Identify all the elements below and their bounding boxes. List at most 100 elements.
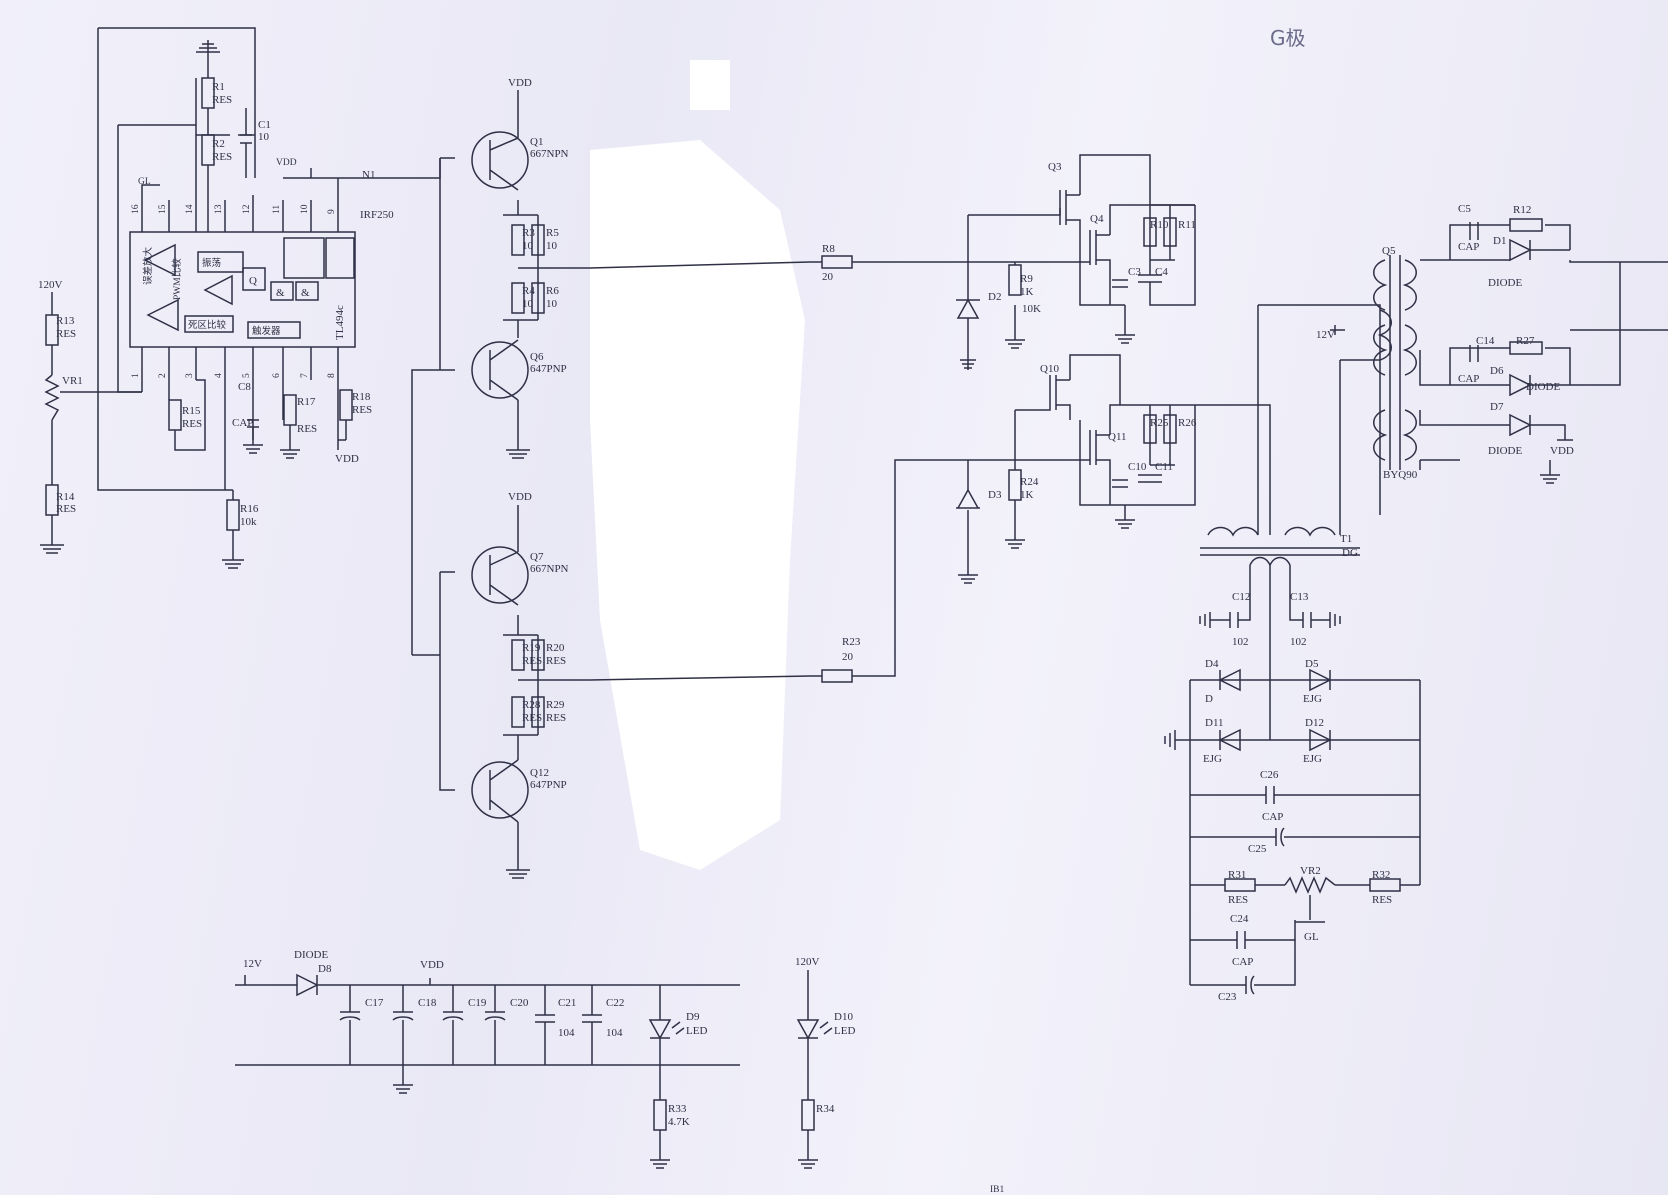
resistor-r8 <box>821 255 853 269</box>
ic-block-label: 误差放大 <box>142 246 154 285</box>
svg-text:DG: DG <box>1342 547 1358 559</box>
svg-text:R23: R23 <box>842 636 861 648</box>
resistor-r14 <box>45 484 59 516</box>
ground-symbol <box>40 544 64 554</box>
svg-text:C8: C8 <box>238 381 251 393</box>
svg-text:Q1: Q1 <box>530 136 543 148</box>
svg-text:R2: R2 <box>212 138 225 150</box>
svg-text:R29: R29 <box>546 699 565 711</box>
svg-text:D9: D9 <box>686 1011 700 1023</box>
ic-block-deadtime <box>184 315 234 333</box>
svg-text:RES: RES <box>352 404 372 416</box>
svg-text:10k: 10k <box>240 516 257 528</box>
svg-text:RES: RES <box>522 712 542 724</box>
ic-bottom-pins: 1 2 3 4 5 6 7 8 <box>131 347 339 490</box>
svg-text:D8: D8 <box>318 963 332 975</box>
svg-text:R8: R8 <box>822 243 835 255</box>
svg-text:10: 10 <box>546 240 558 252</box>
svg-text:1K: 1K <box>1020 286 1034 298</box>
svg-text:CAP: CAP <box>232 417 253 429</box>
svg-text:12: 12 <box>242 204 252 214</box>
svg-text:RES: RES <box>56 503 76 515</box>
svg-text:5: 5 <box>242 373 252 378</box>
resistor-r33 <box>653 1099 667 1131</box>
svg-text:R28: R28 <box>522 699 541 711</box>
svg-text:R19: R19 <box>522 642 541 654</box>
ic-block-label: PWM比较 <box>171 258 183 300</box>
supply-stage <box>235 970 833 1169</box>
svg-text:VDD: VDD <box>1550 445 1574 457</box>
resistor-r29 <box>531 696 545 728</box>
svg-text:D10: D10 <box>834 1011 853 1023</box>
svg-text:C5: C5 <box>1458 203 1471 215</box>
resistor-r32 <box>1369 878 1401 892</box>
svg-text:C14: C14 <box>1476 335 1495 347</box>
svg-text:C12: C12 <box>1232 591 1250 603</box>
resistor-r11 <box>1163 217 1177 247</box>
driver-stage-top <box>411 90 590 655</box>
svg-text:C26: C26 <box>1260 769 1279 781</box>
svg-text:R25: R25 <box>1150 417 1169 429</box>
svg-text:RES: RES <box>182 418 202 430</box>
svg-text:D: D <box>1205 693 1213 705</box>
svg-text:R26: R26 <box>1178 417 1197 429</box>
handwritten-note: G极 <box>1270 26 1306 50</box>
ic-part-label: TL494c <box>334 305 346 340</box>
svg-text:20: 20 <box>822 271 834 283</box>
svg-text:10: 10 <box>300 204 310 214</box>
svg-text:C19: C19 <box>468 997 487 1009</box>
capacitor-c1 <box>240 108 252 178</box>
svg-text:16: 16 <box>131 204 141 214</box>
driver-stage-bottom <box>412 505 590 879</box>
ic-block-ff <box>247 321 301 339</box>
svg-text:GL: GL <box>1304 931 1319 943</box>
svg-text:T1: T1 <box>1340 533 1352 545</box>
svg-text:Q6: Q6 <box>530 351 544 363</box>
svg-text:C20: C20 <box>510 997 529 1009</box>
svg-text:102: 102 <box>1232 636 1249 648</box>
svg-text:C25: C25 <box>1248 843 1267 855</box>
svg-text:LED: LED <box>834 1025 855 1037</box>
resistor-r34 <box>801 1099 815 1131</box>
svg-text:647PNP: 647PNP <box>530 779 567 791</box>
resistor-r27 <box>1509 341 1543 355</box>
resistor-r12 <box>1509 218 1543 232</box>
svg-text:D7: D7 <box>1490 401 1504 413</box>
resistor-r20 <box>531 639 545 671</box>
svg-text:CAP: CAP <box>1232 956 1253 968</box>
svg-text:C21: C21 <box>558 997 576 1009</box>
svg-text:120V: 120V <box>795 956 820 968</box>
svg-text:R34: R34 <box>816 1103 835 1115</box>
resistor-r26 <box>1163 414 1177 444</box>
svg-text:R17: R17 <box>297 396 316 408</box>
gate-line-r8 <box>589 261 1080 269</box>
svg-text:RES: RES <box>56 328 76 340</box>
svg-text:RES: RES <box>212 151 232 163</box>
svg-text:R6: R6 <box>546 285 559 297</box>
ic-gate-label: & <box>301 287 310 299</box>
svg-text:VDD: VDD <box>420 959 444 971</box>
resistor-r23 <box>821 669 853 683</box>
svg-text:VDD: VDD <box>508 77 532 89</box>
svg-text:R16: R16 <box>240 503 259 515</box>
svg-text:D2: D2 <box>988 291 1001 303</box>
resistor-r28 <box>511 696 525 728</box>
svg-text:C22: C22 <box>606 997 624 1009</box>
resistor-r10 <box>1143 217 1157 247</box>
svg-text:VR1: VR1 <box>62 375 83 387</box>
svg-text:C1: C1 <box>258 119 271 131</box>
svg-text:6: 6 <box>272 373 282 378</box>
svg-text:1: 1 <box>131 373 141 378</box>
ic-block-label: 触发器 <box>252 325 281 337</box>
svg-text:4: 4 <box>214 373 224 378</box>
svg-text:CAP: CAP <box>1458 241 1479 253</box>
svg-text:Q5: Q5 <box>1382 245 1396 257</box>
svg-text:Q12: Q12 <box>530 767 549 779</box>
svg-text:12V: 12V <box>243 958 262 970</box>
svg-text:C4: C4 <box>1155 266 1168 278</box>
ic-gate-label: & <box>276 287 285 299</box>
svg-text:R27: R27 <box>1516 335 1535 347</box>
tl494-ic-body <box>129 231 356 348</box>
svg-text:R18: R18 <box>352 391 371 403</box>
